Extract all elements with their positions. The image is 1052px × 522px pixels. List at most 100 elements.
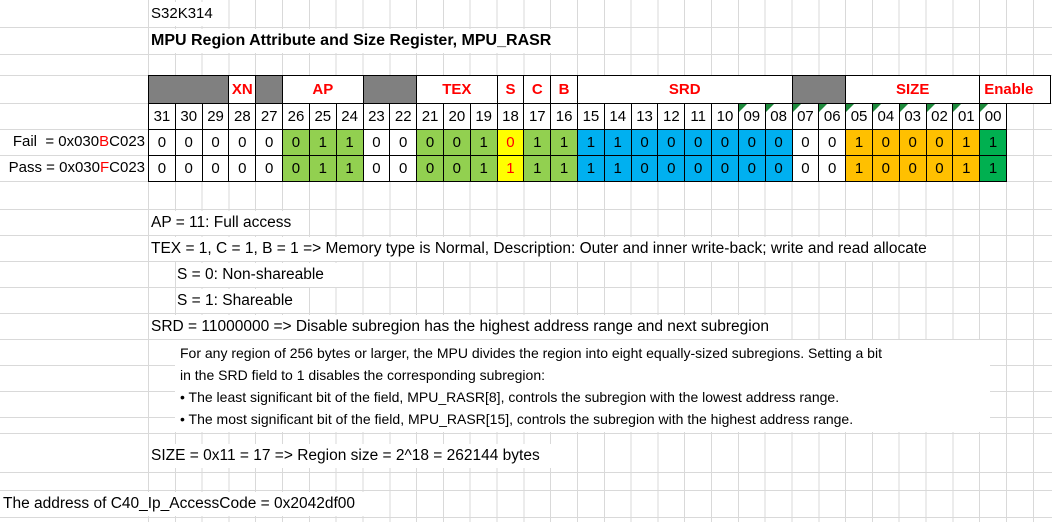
bit-value-cell-pass-28[interactable]: 0 [228,155,257,182]
bit-value-cell-pass-08[interactable]: 0 [764,155,793,182]
bit-value-cell-fail-08[interactable]: 0 [764,129,793,156]
bit-value-cell-fail-29[interactable]: 0 [201,129,230,156]
field-header-size[interactable]: SIZE [845,75,981,104]
bit-value-cell-pass-23[interactable]: 0 [362,155,391,182]
bit-number-cell-17[interactable]: 17 [523,103,552,130]
bit-number-cell-22[interactable]: 22 [389,103,418,130]
bit-number-cell-19[interactable]: 19 [469,103,498,130]
bit-value-cell-pass-19[interactable]: 1 [469,155,498,182]
bit-number-cell-25[interactable]: 25 [308,103,337,130]
bit-value-cell-pass-18[interactable]: 1 [496,155,525,182]
field-header-tex[interactable]: TEX [416,75,498,104]
bit-number-cell-23[interactable]: 23 [362,103,391,130]
bit-value-cell-fail-13[interactable]: 0 [630,129,659,156]
bit-value-cell-pass-27[interactable]: 0 [255,155,284,182]
bit-value-cell-pass-24[interactable]: 1 [335,155,364,182]
bit-value-cell-pass-29[interactable]: 0 [201,155,230,182]
note-srd[interactable]: SRD = 11000000 => Disable subregion has … [151,315,783,339]
bit-value-cell-fail-00[interactable]: 1 [979,129,1007,156]
reserved-field-cell[interactable] [255,75,284,104]
bit-value-cell-pass-12[interactable]: 0 [657,155,686,182]
note-srd-details[interactable]: For any region of 256 bytes or larger, t… [175,340,990,432]
bit-value-cell-fail-28[interactable]: 0 [228,129,257,156]
bit-value-cell-fail-23[interactable]: 0 [362,129,391,156]
bit-value-cell-fail-26[interactable]: 0 [282,129,310,156]
bit-value-cell-pass-17[interactable]: 1 [523,155,552,182]
bit-number-cell-00[interactable]: 00 [979,103,1007,130]
bit-number-cell-07[interactable]: 07 [791,103,820,130]
bit-value-cell-pass-06[interactable]: 0 [818,155,847,182]
bit-value-cell-fail-17[interactable]: 1 [523,129,552,156]
bit-value-cell-pass-02[interactable]: 0 [925,155,954,182]
bit-number-cell-13[interactable]: 13 [630,103,659,130]
reserved-field-cell[interactable] [147,75,230,104]
reserved-field-cell[interactable] [362,75,418,104]
bit-value-cell-fail-03[interactable]: 0 [898,129,927,156]
bit-number-cell-14[interactable]: 14 [603,103,632,130]
bit-value-cell-fail-02[interactable]: 0 [925,129,954,156]
field-header-b[interactable]: B [550,75,578,104]
bit-value-cell-fail-16[interactable]: 1 [550,129,578,156]
bit-value-cell-pass-11[interactable]: 0 [684,155,713,182]
note-s0[interactable]: S = 0: Non-shareable [177,263,338,287]
fail-row-label[interactable]: Fail = 0x030BC023 [0,130,145,154]
bit-number-cell-29[interactable]: 29 [201,103,230,130]
bit-number-cell-09[interactable]: 09 [737,103,766,130]
field-header-s[interactable]: S [496,75,525,104]
bit-value-cell-pass-16[interactable]: 1 [550,155,578,182]
bit-value-cell-pass-30[interactable]: 0 [174,155,203,182]
bit-number-cell-27[interactable]: 27 [255,103,284,130]
note-ap[interactable]: AP = 11: Full access [151,211,306,235]
bit-value-cell-fail-06[interactable]: 0 [818,129,847,156]
bit-number-cell-12[interactable]: 12 [657,103,686,130]
bit-value-cell-pass-21[interactable]: 0 [416,155,444,182]
bit-value-cell-fail-20[interactable]: 0 [442,129,471,156]
bit-value-cell-fail-15[interactable]: 1 [577,129,605,156]
field-header-xn[interactable]: XN [228,75,257,104]
register-title-cell[interactable]: MPU Region Attribute and Size Register, … [151,29,566,53]
bit-value-cell-fail-25[interactable]: 1 [308,129,337,156]
bit-number-cell-31[interactable]: 31 [148,103,176,130]
bit-value-cell-fail-19[interactable]: 1 [469,129,498,156]
bit-number-cell-20[interactable]: 20 [442,103,471,130]
note-s1[interactable]: S = 1: Shareable [177,289,307,313]
field-header-srd[interactable]: SRD [577,75,793,104]
bit-value-cell-pass-22[interactable]: 0 [389,155,418,182]
bit-value-cell-fail-11[interactable]: 0 [684,129,713,156]
bit-number-cell-02[interactable]: 02 [925,103,954,130]
bit-value-cell-pass-25[interactable]: 1 [308,155,337,182]
bit-number-cell-18[interactable]: 18 [496,103,525,130]
bit-number-cell-15[interactable]: 15 [577,103,605,130]
bit-value-cell-fail-14[interactable]: 1 [603,129,632,156]
field-header-ap[interactable]: AP [282,75,364,104]
bit-value-cell-fail-21[interactable]: 0 [416,129,444,156]
bit-value-cell-fail-22[interactable]: 0 [389,129,418,156]
bit-value-cell-fail-12[interactable]: 0 [657,129,686,156]
bit-number-cell-05[interactable]: 05 [845,103,873,130]
bit-value-cell-pass-05[interactable]: 1 [845,155,873,182]
bit-value-cell-pass-09[interactable]: 0 [737,155,766,182]
bit-number-cell-08[interactable]: 08 [764,103,793,130]
pass-row-label[interactable]: Pass = 0x030FC023 [0,156,145,180]
bit-value-cell-fail-05[interactable]: 1 [845,129,873,156]
bit-value-cell-fail-31[interactable]: 0 [148,129,176,156]
bit-value-cell-pass-04[interactable]: 0 [871,155,900,182]
bit-value-cell-pass-26[interactable]: 0 [282,155,310,182]
bit-number-cell-26[interactable]: 26 [282,103,310,130]
field-header-enable[interactable]: Enable [979,75,1051,104]
bit-number-cell-01[interactable]: 01 [952,103,981,130]
reserved-field-cell[interactable] [791,75,847,104]
note-tex[interactable]: TEX = 1, C = 1, B = 1 => Memory type is … [151,237,941,261]
bit-value-cell-pass-13[interactable]: 0 [630,155,659,182]
bit-value-cell-fail-04[interactable]: 0 [871,129,900,156]
bit-number-cell-11[interactable]: 11 [684,103,713,130]
note-address[interactable]: The address of C40_Ip_AccessCode = 0x204… [0,492,369,516]
chip-name-cell[interactable]: S32K314 [151,2,227,26]
bit-value-cell-fail-24[interactable]: 1 [335,129,364,156]
bit-value-cell-fail-30[interactable]: 0 [174,129,203,156]
bit-value-cell-fail-10[interactable]: 0 [711,129,739,156]
bit-value-cell-fail-09[interactable]: 0 [737,129,766,156]
bit-number-cell-21[interactable]: 21 [416,103,444,130]
bit-value-cell-pass-15[interactable]: 1 [577,155,605,182]
bit-number-cell-30[interactable]: 30 [174,103,203,130]
